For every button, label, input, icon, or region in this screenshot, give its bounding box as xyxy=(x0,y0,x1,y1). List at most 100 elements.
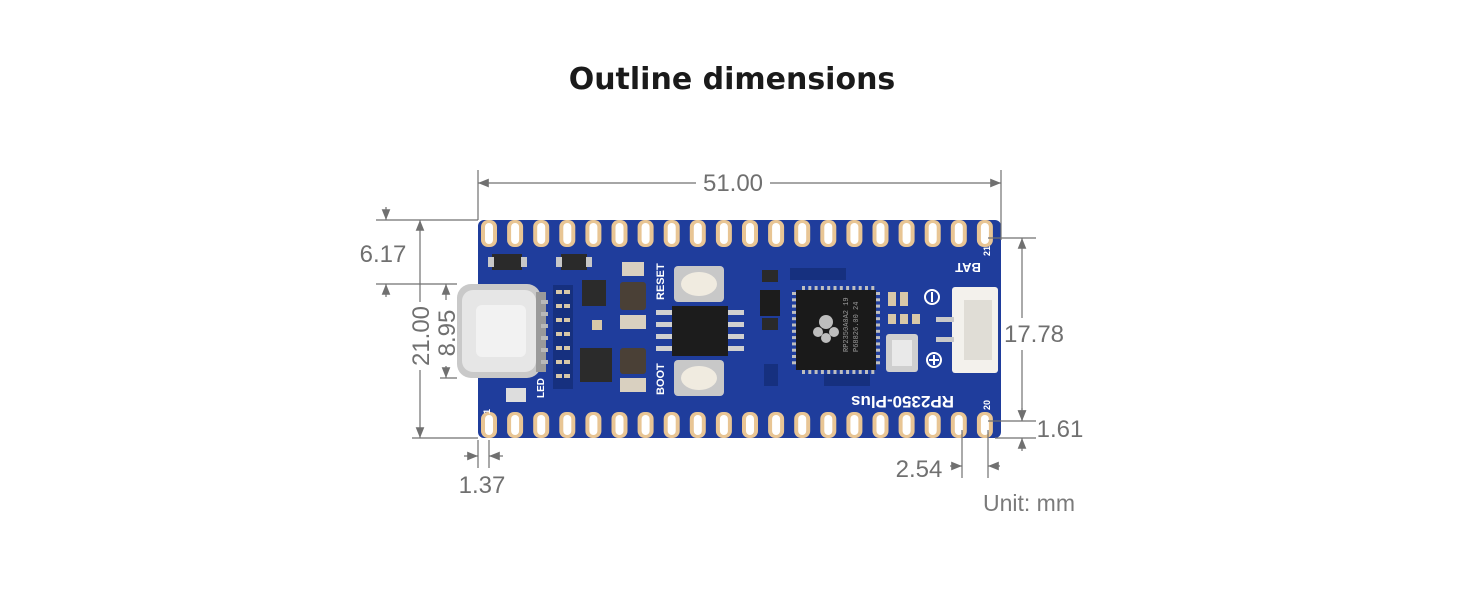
chip-pin xyxy=(792,317,796,321)
flash-chip xyxy=(656,306,744,356)
chip-pin xyxy=(865,286,868,290)
chip-pin xyxy=(792,342,796,346)
pin-hole xyxy=(824,223,833,244)
pin-hole xyxy=(589,223,598,244)
chip-pin xyxy=(839,286,843,290)
top-pin-row xyxy=(481,220,993,247)
unit-label: Unit: mm xyxy=(983,490,1075,516)
crystal-oscillator xyxy=(764,292,920,386)
page-title: Outline dimensions xyxy=(568,62,896,97)
pin-hole xyxy=(537,415,546,435)
chip-pin xyxy=(876,336,880,340)
bottom-pin-row xyxy=(481,412,993,438)
chip-pin xyxy=(792,361,796,365)
pin-hole xyxy=(719,223,728,244)
pcb-board xyxy=(478,220,1001,438)
chip-pin xyxy=(820,286,824,290)
pin-hole xyxy=(719,415,728,435)
chip-pin xyxy=(876,355,880,358)
pin-hole xyxy=(563,415,572,435)
pin-1-label: 1 xyxy=(482,409,492,414)
pin-hole xyxy=(667,415,676,435)
pin-hole xyxy=(641,415,650,435)
total-height-dimension-label: 21.00 xyxy=(408,306,435,366)
pin-pitch-dimension-label: 2.54 xyxy=(896,456,943,483)
chip-pin xyxy=(876,304,880,308)
chip-pin xyxy=(846,370,850,374)
pin-21-label: 21 xyxy=(982,246,992,256)
chip-pin xyxy=(792,355,796,358)
chip-pin xyxy=(858,370,862,374)
chip-pin xyxy=(792,292,796,295)
boot-label: BOOT xyxy=(655,363,667,395)
chip-pin xyxy=(792,348,796,352)
left-edge-offset-dimension-label: 1.37 xyxy=(459,472,506,499)
raspberry-logo-icon xyxy=(813,315,839,343)
pin-hole xyxy=(511,415,520,435)
boot-button xyxy=(674,360,724,396)
chip-marking-line-1: RP2350A0A2 19 xyxy=(843,297,851,352)
chip-pin xyxy=(827,286,831,290)
chip-pin xyxy=(876,292,880,295)
battery-connector xyxy=(924,287,998,373)
pin-hole xyxy=(928,223,937,244)
pin-hole xyxy=(980,415,989,435)
pin-hole xyxy=(746,223,754,244)
pin-hole xyxy=(615,223,624,244)
chip-pin xyxy=(792,304,796,308)
chip-pin xyxy=(876,317,880,321)
chip-pin xyxy=(792,298,796,302)
pin-hole xyxy=(589,415,598,435)
reset-label: RESET xyxy=(655,263,667,300)
chip-pin xyxy=(833,370,837,374)
chip-pin xyxy=(858,286,862,290)
usb-c-connector xyxy=(457,284,548,378)
chip-pin xyxy=(876,348,880,352)
pin-hole xyxy=(980,223,989,244)
chip-pin xyxy=(871,286,875,290)
pin-hole xyxy=(667,223,676,244)
chip-pins xyxy=(792,286,880,374)
pin-row-spacing-dimension-label: 17.78 xyxy=(1004,321,1064,348)
chip-pin xyxy=(876,361,880,365)
voltage-regulator xyxy=(760,268,846,330)
chip-pin xyxy=(802,286,805,290)
chip-pin xyxy=(852,286,856,290)
pin-hole xyxy=(485,415,493,435)
chip-pin xyxy=(846,286,850,290)
chip-pin xyxy=(808,286,812,290)
led-label: LED xyxy=(536,378,547,398)
bottom-edge-offset-dimension-label: 1.61 xyxy=(1037,416,1084,443)
chip-pin xyxy=(792,323,796,327)
board-name-label: RP2350-Plus xyxy=(851,392,954,411)
pin-hole xyxy=(615,415,624,435)
chip-pin xyxy=(792,336,796,340)
chip-pin xyxy=(865,370,868,374)
chip-pin xyxy=(876,310,880,314)
pin-hole xyxy=(850,223,859,244)
pin-hole xyxy=(641,223,650,244)
chip-pin xyxy=(802,370,805,374)
reset-button xyxy=(674,266,724,302)
chip-pin xyxy=(808,370,812,374)
pin-hole xyxy=(902,223,911,244)
pin-hole xyxy=(928,415,937,435)
chip-pin xyxy=(814,370,818,374)
chip-pin xyxy=(876,329,880,333)
usb-height-dimension-label: 8.95 xyxy=(434,310,461,357)
chip-pin xyxy=(839,370,843,374)
pin-hole xyxy=(485,223,493,244)
chip-pin xyxy=(876,298,880,302)
pin-hole xyxy=(746,415,754,435)
chip-pin xyxy=(833,286,837,290)
smd-components xyxy=(488,254,646,402)
pin-hole xyxy=(876,223,885,244)
pin-20-label: 20 xyxy=(982,400,992,410)
chip-marking-line-2: P68826.00 24 xyxy=(853,302,861,352)
pin-hole xyxy=(511,223,520,244)
pin-hole xyxy=(563,223,572,244)
usb-offset-dimension-label: 6.17 xyxy=(360,241,407,268)
chip-pin xyxy=(814,286,818,290)
pin-hole xyxy=(798,415,807,435)
